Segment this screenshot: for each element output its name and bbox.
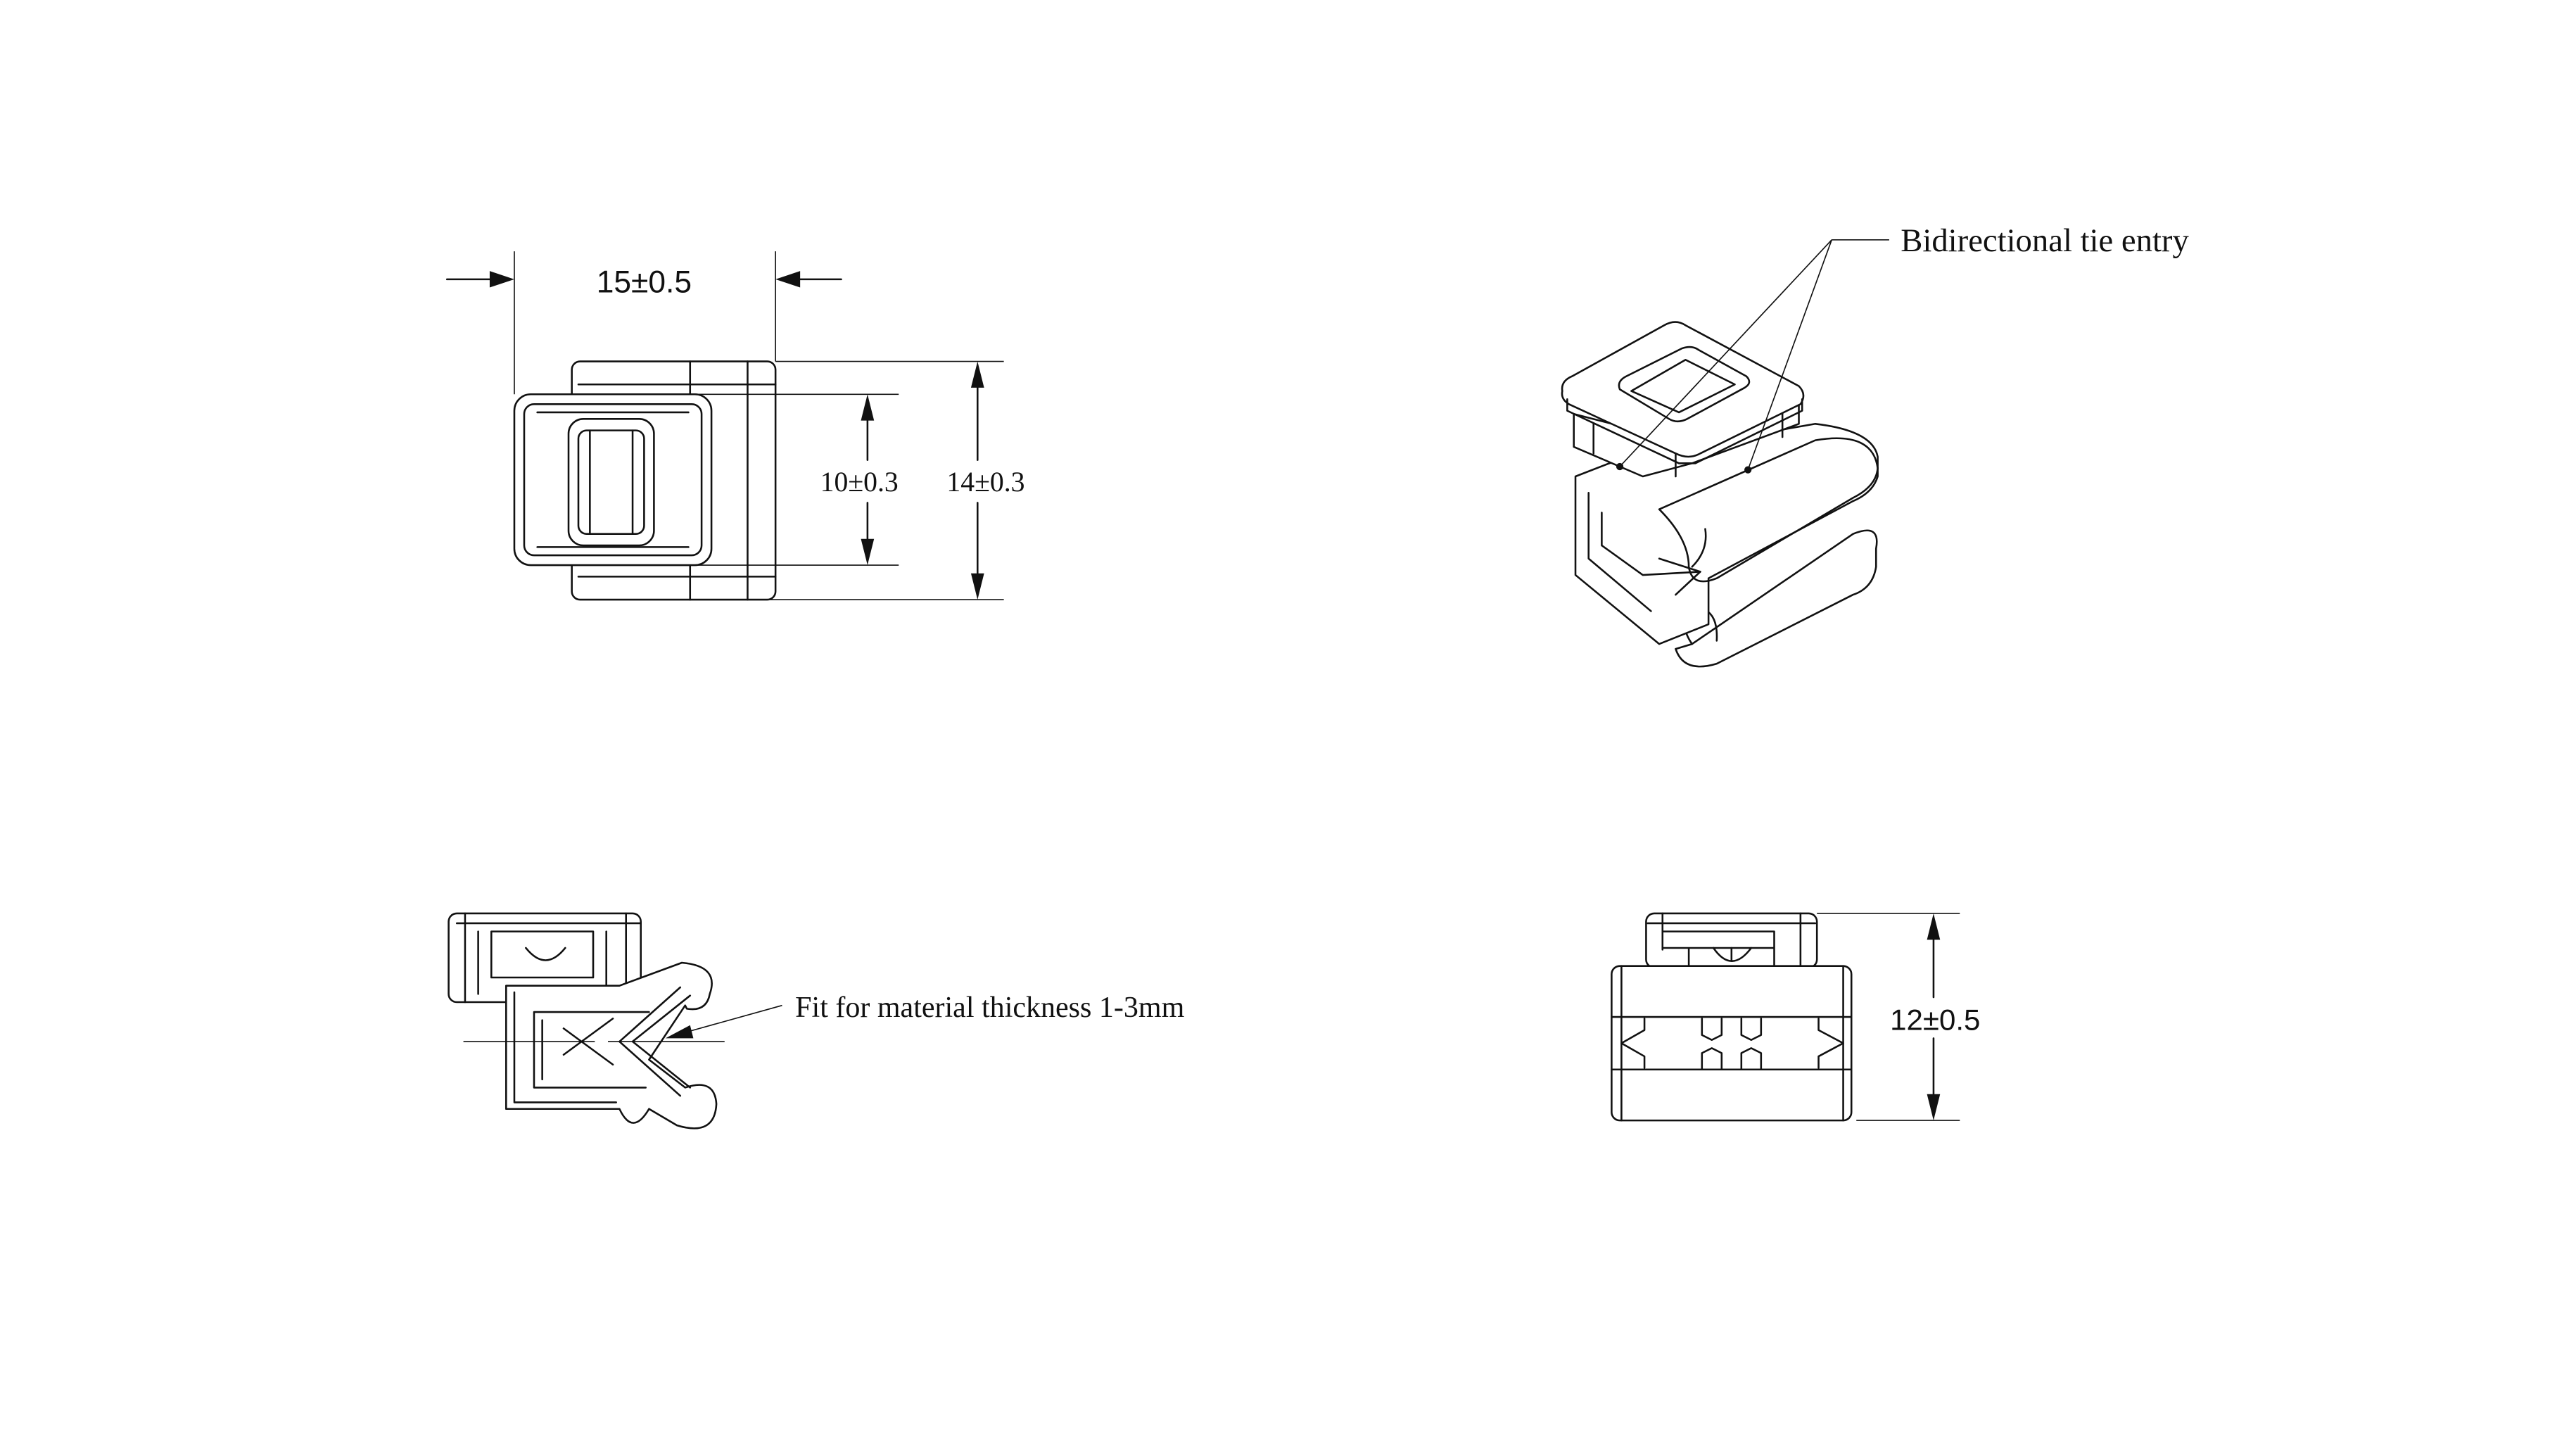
width-dimension-label: 15±0.5 — [597, 265, 692, 300]
end-height-dimension-label: 12±0.5 — [1890, 1004, 1980, 1037]
outer-height-dimension-label: 14±0.3 — [946, 467, 1024, 498]
side-callout-label: Fit for material thickness 1-3mm — [795, 992, 1184, 1024]
iso-slot — [1618, 346, 1751, 423]
end-view: 12±0.5 — [1611, 912, 1980, 1122]
iso-lower-roller — [1675, 529, 1878, 668]
front-view-slot — [567, 418, 655, 547]
iso-callout-label: Bidirectional tie entry — [1901, 222, 2189, 259]
end-view-profile — [1620, 1018, 1844, 1069]
inner-height-dimension-label: 10±0.3 — [820, 467, 899, 498]
end-view-body — [1611, 965, 1853, 1122]
side-view: Fit for material thickness 1-3mm — [448, 912, 1185, 1130]
front-view-plate — [513, 393, 713, 567]
front-view: 15±0.5 10±0.3 14±0.3 — [445, 251, 1024, 601]
side-view-clip-body — [505, 961, 718, 1130]
iso-view: Bidirectional tie entry — [1561, 222, 2189, 668]
iso-cap-top — [1561, 321, 1805, 458]
iso-upper-roller — [1658, 437, 1879, 583]
